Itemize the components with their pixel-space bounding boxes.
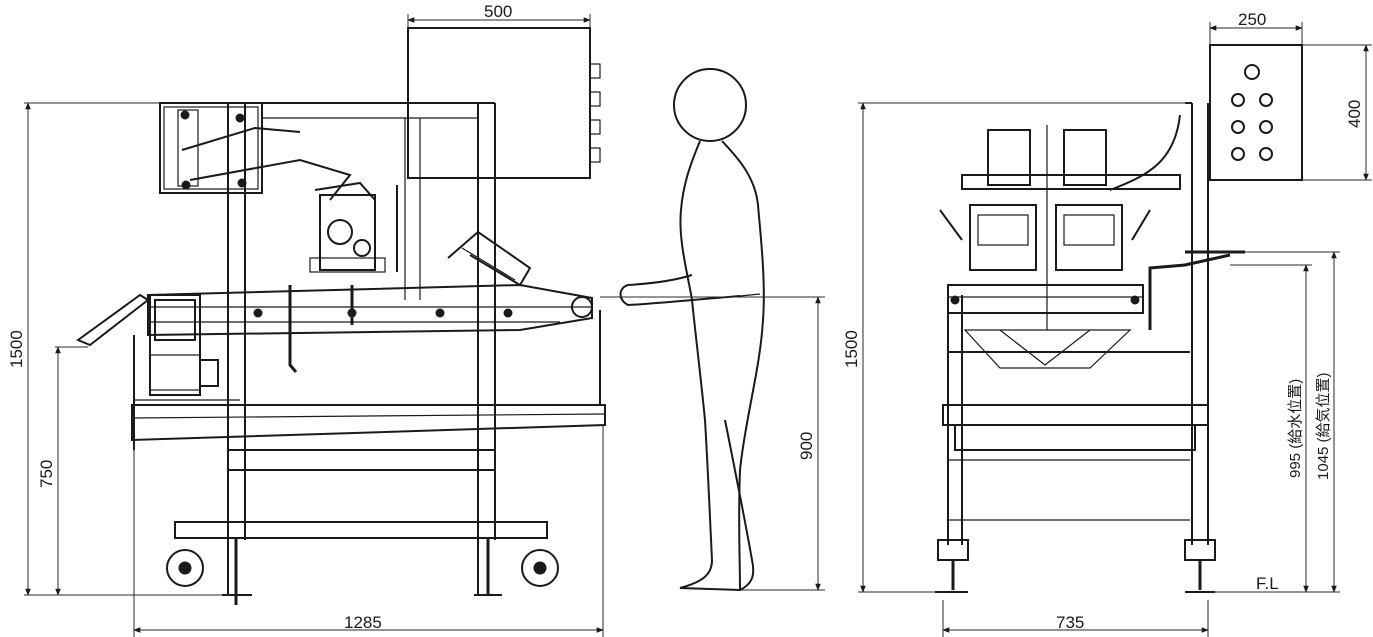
side-view — [935, 44, 1303, 593]
dim-box-width-text: 500 — [484, 2, 512, 21]
dim-side-height-text: 1500 — [842, 330, 861, 368]
front-view — [75, 27, 606, 605]
dim-human-height-text: 900 — [797, 432, 816, 460]
human-figure — [619, 68, 765, 592]
dim-front-work-height-text: 750 — [37, 460, 56, 488]
dim-air-height-text: 1045 (給気位置) — [1315, 372, 1332, 480]
dimension-lines — [24, 14, 1372, 637]
dim-front-height-text: 1500 — [7, 330, 26, 368]
floor-level-label: F.L — [1256, 574, 1279, 593]
dim-side-box-height-text: 400 — [1345, 100, 1364, 128]
dim-front-width-text: 1285 — [344, 613, 382, 632]
dim-side-box-width-text: 250 — [1238, 10, 1266, 29]
dim-side-width-text: 735 — [1056, 613, 1084, 632]
dim-water-height-text: 995 (給水位置) — [1287, 379, 1304, 478]
